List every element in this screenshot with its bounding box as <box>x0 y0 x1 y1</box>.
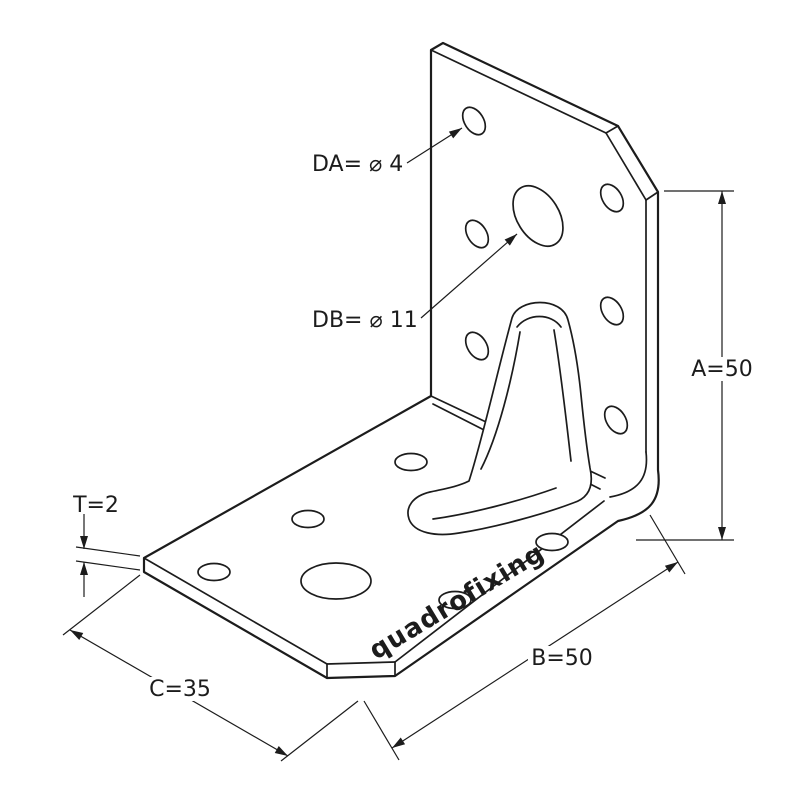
bracket-body-group: quadrofixing <box>142 41 660 680</box>
leader-line <box>406 127 463 164</box>
inner-bend-curve <box>609 451 648 498</box>
ext-line <box>75 546 141 557</box>
leader-line <box>420 233 518 319</box>
bolt-hole-small <box>599 183 625 213</box>
bolt-hole-small <box>197 562 231 582</box>
bolt-hole-large <box>512 185 564 247</box>
bolt-hole-small <box>394 452 428 472</box>
bolt-hole-small <box>464 219 490 249</box>
ext-line <box>62 574 141 636</box>
dim-label-B: B=50 <box>531 646 593 671</box>
bolt-hole-small <box>603 405 629 435</box>
vertical-plate-holes <box>461 106 629 435</box>
dimension-C: C=35 <box>62 574 359 762</box>
top-front-edge <box>430 49 607 134</box>
chamfer-tick-bottom <box>645 191 659 201</box>
bolt-hole-small <box>461 106 487 136</box>
rib-inner-right <box>553 329 572 462</box>
bracket-silhouette <box>142 41 660 680</box>
base-front-top-edge <box>143 557 328 665</box>
bolt-hole-small <box>599 296 625 326</box>
dim-label-DA: DA= ⌀ 4 <box>312 152 403 177</box>
ext-line <box>649 514 686 575</box>
ext-line <box>280 700 359 762</box>
dimensions-group: A=50 B=50 C=35 T=2 DA <box>62 127 753 762</box>
bolt-hole-small <box>535 532 569 552</box>
rib-foot-inner <box>432 487 557 520</box>
ext-line <box>363 700 400 761</box>
dimension-B: B=50 <box>363 514 686 761</box>
callout-DA: DA= ⌀ 4 <box>312 127 463 177</box>
dimension-A: A=50 <box>636 190 753 541</box>
callout-DB: DB= ⌀ 11 <box>312 233 518 333</box>
dimension-T: T=2 <box>72 493 141 597</box>
bolt-hole-small <box>291 509 325 529</box>
dim-label-T: T=2 <box>72 493 119 518</box>
label-bg <box>528 646 596 670</box>
ext-line <box>75 560 141 571</box>
dim-label-A: A=50 <box>691 357 752 382</box>
label-bg <box>694 357 752 381</box>
dim-label-DB: DB= ⌀ 11 <box>312 308 418 333</box>
rib-lobe-inner <box>516 315 562 328</box>
label-bg <box>146 677 214 701</box>
stiffening-rib <box>407 301 593 536</box>
base-chamfer-top-edge <box>326 661 396 665</box>
dim-label-C: C=35 <box>149 677 211 702</box>
rib-inner-left <box>480 331 521 470</box>
chamfer-tick-top <box>605 125 619 134</box>
chamfer-front-edge <box>605 132 647 201</box>
bolt-hole-large <box>300 562 372 600</box>
bolt-hole-small <box>464 331 490 361</box>
